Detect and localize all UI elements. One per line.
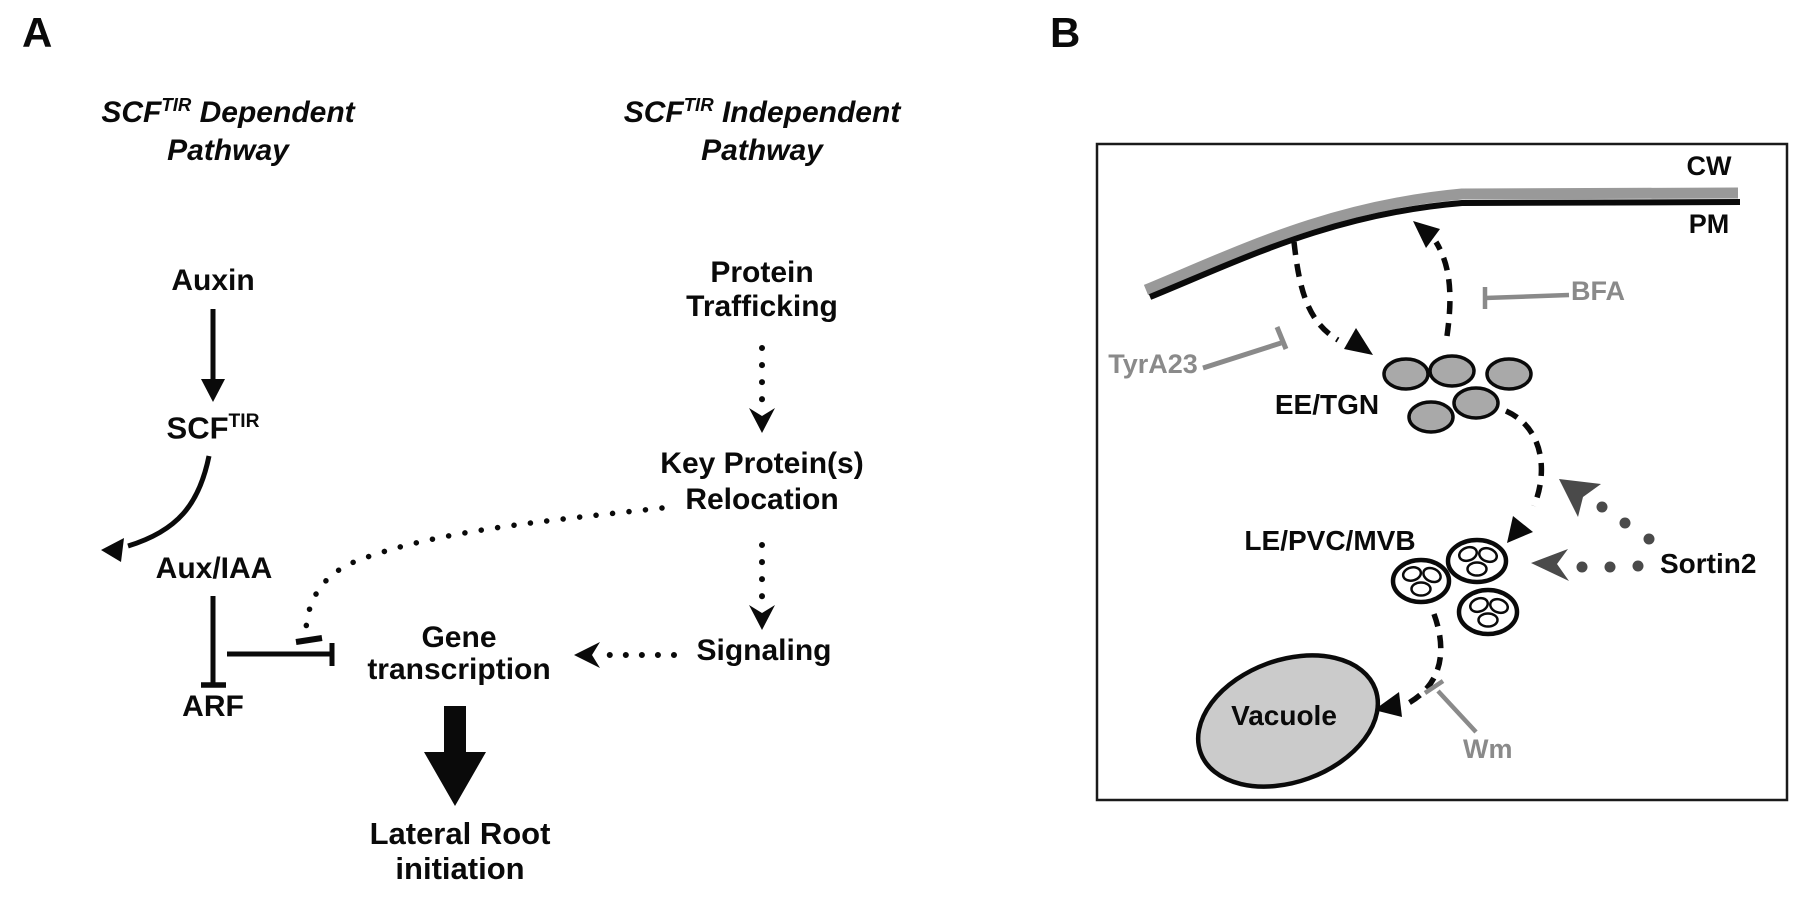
tyra23-tbar — [1202, 326, 1289, 371]
dotted-arrow-signaling-to-gene — [574, 642, 677, 668]
mvb-vesicle-1 — [1390, 557, 1452, 605]
vacuole-shape — [1195, 653, 1381, 789]
node-gene-transcription: Gene transcription — [367, 621, 551, 686]
label-tyra23: TyrA23 — [1108, 349, 1198, 379]
dashed-arrow-eetgn-to-mvb — [1504, 408, 1545, 543]
dashed-arrow-mvb-to-vacuole — [1374, 613, 1444, 717]
arrowhead-left-icon — [101, 538, 124, 562]
wm-tbar — [1423, 679, 1478, 734]
plasma-membrane-line — [1148, 199, 1741, 300]
label-cell-wall: CW — [1686, 151, 1732, 181]
node-lateral-root-initiation: Lateral Root initiation — [369, 816, 551, 886]
arrowhead-down-icon — [201, 379, 225, 402]
panel-b-label: B — [1050, 9, 1081, 56]
header-scf-independent-line2: Pathway — [701, 134, 823, 167]
cell-box — [1095, 142, 1789, 802]
arrowhead-down-icon — [749, 605, 775, 630]
eetgn-vesicle-cluster — [1382, 354, 1533, 434]
arrowhead-downleft-icon — [1507, 516, 1533, 543]
arrowhead-down-icon — [749, 408, 775, 433]
arrowhead-left-icon — [574, 642, 600, 668]
header-scf-independent-line1: SCFTIR Independent — [623, 94, 901, 129]
label-plasma-membrane: PM — [1688, 209, 1730, 239]
mvb-vesicle-2 — [1445, 537, 1509, 585]
node-key-protein-relocation: Key Protein(s) Relocation — [660, 447, 864, 516]
arrow-auxin-to-scf — [201, 309, 225, 402]
label-bfa: BFA — [1571, 276, 1625, 306]
tbar-auxiaa-to-arf — [201, 596, 226, 688]
bfa-tbar — [1482, 287, 1570, 309]
arrowhead-upleft-icon — [1413, 221, 1440, 248]
dotted-tbar-relocation-to-gene — [295, 505, 665, 645]
dashed-arrow-pm-to-eetgn — [1291, 241, 1373, 355]
chevron-arrowhead-icon — [1559, 479, 1601, 517]
node-signaling: Signaling — [696, 634, 832, 667]
label-wm: Wm — [1463, 734, 1513, 764]
header-scf-dependent: SCFTIR Dependent Pathway — [101, 86, 354, 170]
node-arf: ARF — [182, 690, 244, 723]
label-ee-tgn: EE/TGN — [1274, 389, 1380, 420]
header-scf-dependent-line2: Pathway — [167, 134, 289, 167]
header-scf-dependent-line1: SCFTIR Dependent — [101, 94, 355, 129]
block-arrow-gene-to-lateral-root — [424, 706, 486, 806]
arrowhead-downright-icon — [1344, 328, 1373, 355]
cell-wall-band — [1143, 187, 1739, 296]
tbar-auxiaa-to-gene — [227, 643, 335, 666]
dotted-arrow-trafficking-to-relocation — [749, 345, 775, 433]
dotted-arrow-relocation-to-signaling — [749, 542, 775, 630]
sortin2-arrow-lower — [1531, 549, 1644, 581]
header-scf-independent: SCFTIR Independent Pathway — [624, 86, 901, 170]
label-vacuole: Vacuole — [1231, 700, 1337, 731]
label-le-pvc-mvb: LE/PVC/MVB — [1244, 525, 1416, 556]
chevron-arrowhead-icon — [1531, 549, 1569, 581]
panel-a-label: A — [22, 9, 53, 56]
sortin2-arrow-upper — [1559, 479, 1655, 545]
arrow-scf-to-auxiaa — [101, 455, 212, 562]
node-aux-iaa: Aux/IAA — [155, 552, 273, 585]
dashed-arrow-eetgn-to-pm — [1413, 221, 1453, 337]
arrowhead-left-icon — [1374, 692, 1402, 717]
label-sortin2: Sortin2 — [1660, 548, 1757, 579]
mvb-vesicle-3 — [1456, 587, 1520, 637]
node-protein-trafficking: Protein Trafficking — [686, 256, 838, 323]
node-scf-tir: SCFTIR — [166, 410, 260, 446]
node-auxin: Auxin — [171, 264, 255, 297]
